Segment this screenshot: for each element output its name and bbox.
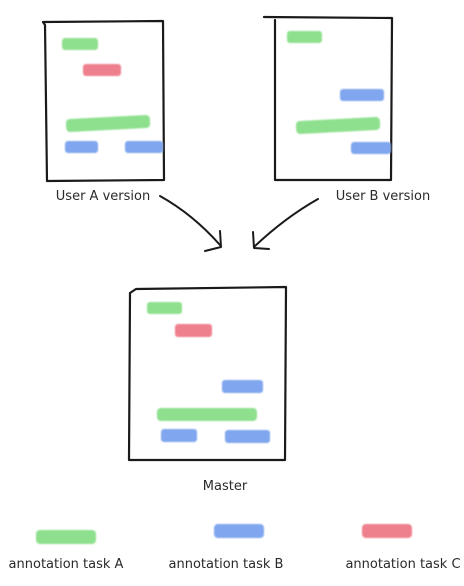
user-b-task-b-bar-1 [340, 89, 384, 101]
user-a-task-a-bar-1 [62, 38, 98, 50]
user-b-task-b-bar-2 [351, 142, 391, 154]
user-a-task-b-bar-2 [125, 141, 163, 153]
user-a-page-outline [41, 19, 166, 183]
master-task-c-bar [175, 324, 212, 337]
master-task-a-bar-2 [157, 408, 257, 421]
legend-label-task-b: annotation task B [169, 557, 284, 572]
master-label: Master [203, 479, 248, 494]
master-task-a-bar-1 [147, 302, 182, 314]
user-a-task-b-bar-1 [65, 141, 98, 153]
user-a-label: User A version [56, 189, 150, 204]
master-task-b-bar-2 [161, 429, 197, 442]
user-b-page-outline [262, 15, 394, 182]
master-task-b-bar-1 [222, 380, 263, 393]
legend-item-task-b: annotation task B [169, 524, 284, 572]
user-a-document [41, 19, 166, 183]
user-b-task-a-bar-2 [295, 117, 381, 134]
master-task-b-bar-3 [225, 430, 270, 443]
legend-swatch-task-a [36, 530, 96, 544]
legend-label-task-a: annotation task A [9, 557, 124, 572]
user-b-document [262, 15, 394, 182]
user-a-task-a-bar-2 [65, 115, 151, 132]
user-b-label: User B version [336, 189, 430, 204]
legend-item-task-a: annotation task A [9, 530, 124, 572]
user-a-task-c-bar [83, 64, 121, 76]
master-document [127, 285, 288, 462]
legend-label-task-c: annotation task C [345, 557, 460, 572]
merge-arrow-right [252, 198, 319, 250]
legend: annotation task A annotation task B anno… [9, 524, 461, 572]
merge-arrow-left [159, 195, 222, 252]
legend-swatch-task-c [362, 524, 412, 538]
user-b-task-a-bar-1 [287, 31, 322, 43]
master-page-outline [127, 285, 288, 462]
legend-item-task-c: annotation task C [345, 524, 461, 572]
legend-swatch-task-b [214, 524, 264, 538]
